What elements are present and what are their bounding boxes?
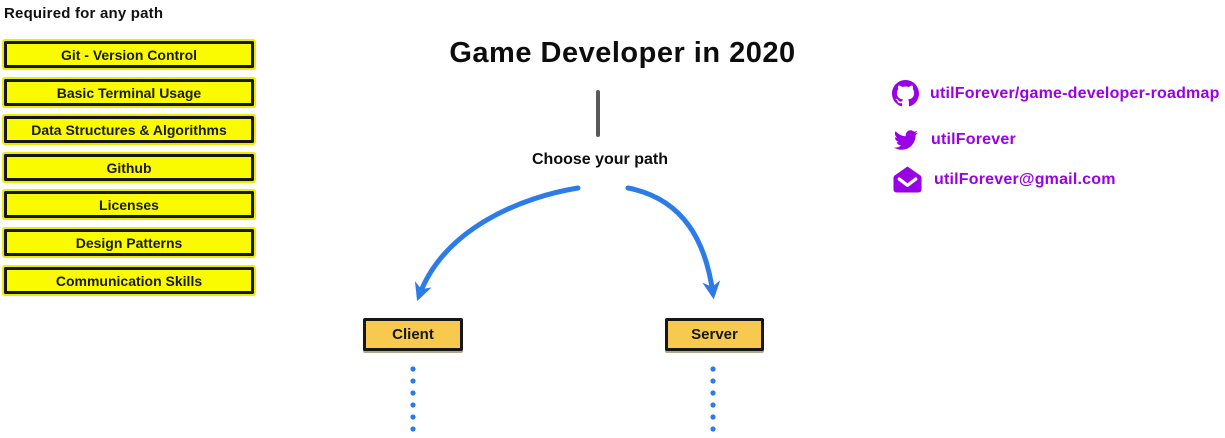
contact-github-label: utilForever/game-developer-roadmap bbox=[930, 84, 1220, 102]
server-dotted-line bbox=[710, 366, 716, 432]
contact-twitter-link[interactable]: utilForever bbox=[892, 128, 1016, 152]
topic-box-git[interactable]: Git - Version Control bbox=[2, 39, 256, 70]
choose-path-label: Choose your path bbox=[531, 151, 668, 168]
node-server[interactable]: Server bbox=[665, 318, 764, 351]
contact-github-link[interactable]: utilForever/game-developer-roadmap bbox=[892, 80, 1220, 107]
client-dotted-line bbox=[410, 366, 416, 432]
contact-email-label: utilForever@gmail.com bbox=[934, 170, 1116, 188]
topic-box-design-patterns[interactable]: Design Patterns bbox=[2, 227, 256, 258]
topic-box-communication[interactable]: Communication Skills bbox=[2, 265, 256, 296]
left-panel-heading: Required for any path bbox=[4, 5, 164, 22]
contact-email-link[interactable]: utilForever@gmail.com bbox=[892, 165, 1116, 194]
topic-box-dsa[interactable]: Data Structures & Algorithms bbox=[2, 114, 256, 145]
topic-box-github[interactable]: Github bbox=[2, 152, 256, 183]
topic-box-licenses[interactable]: Licenses bbox=[2, 189, 256, 220]
arrow-to-server bbox=[625, 185, 721, 300]
topic-box-terminal[interactable]: Basic Terminal Usage bbox=[2, 77, 256, 108]
contact-twitter-label: utilForever bbox=[931, 131, 1016, 148]
node-client[interactable]: Client bbox=[363, 318, 463, 351]
email-icon bbox=[893, 166, 922, 193]
github-icon bbox=[892, 80, 919, 107]
twitter-icon bbox=[894, 130, 918, 150]
title-connector-line bbox=[596, 90, 600, 137]
arrow-to-client bbox=[414, 185, 581, 302]
page-title: Game Developer in 2020 bbox=[449, 37, 796, 69]
